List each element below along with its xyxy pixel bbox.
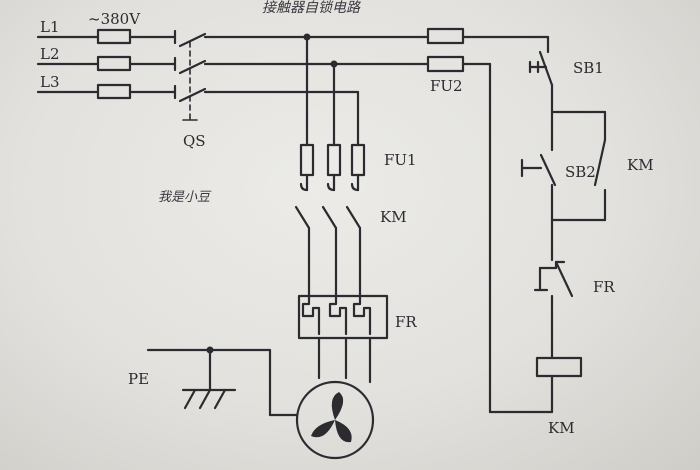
label-sb1: SB1: [573, 59, 604, 77]
qs-switch: [173, 29, 207, 121]
label-l2: L2: [40, 45, 60, 63]
label-sb2: SB2: [565, 163, 596, 181]
handwritten-note: 我是小豆: [158, 190, 212, 205]
km-main-contacts: [294, 182, 362, 298]
label-pe: PE: [128, 370, 149, 388]
diagram-title: 接触器自锁电路: [262, 0, 361, 16]
label-fr-main: FR: [395, 313, 417, 331]
fr-thermal-relay: [297, 294, 389, 384]
label-fr-ctrl: FR: [593, 278, 615, 296]
label-l3: L3: [40, 73, 60, 91]
label-km-coil: KM: [548, 419, 575, 437]
label-voltage: ~380V: [88, 10, 141, 28]
pe-ground: [146, 346, 299, 417]
label-km-aux: KM: [627, 156, 654, 174]
fu2-fuses: [426, 27, 550, 414]
fu1-fuses: [299, 143, 366, 192]
label-fu1: FU1: [384, 151, 417, 169]
main-buses: [203, 33, 430, 147]
label-qs: QS: [183, 132, 206, 150]
label-km-main: KM: [380, 208, 407, 226]
phase-lines: [36, 35, 100, 94]
control-circuit: [488, 35, 607, 414]
motor: [295, 380, 375, 460]
label-l1: L1: [40, 18, 60, 36]
label-fu2: FU2: [430, 77, 463, 95]
main-fuses: [96, 28, 177, 100]
